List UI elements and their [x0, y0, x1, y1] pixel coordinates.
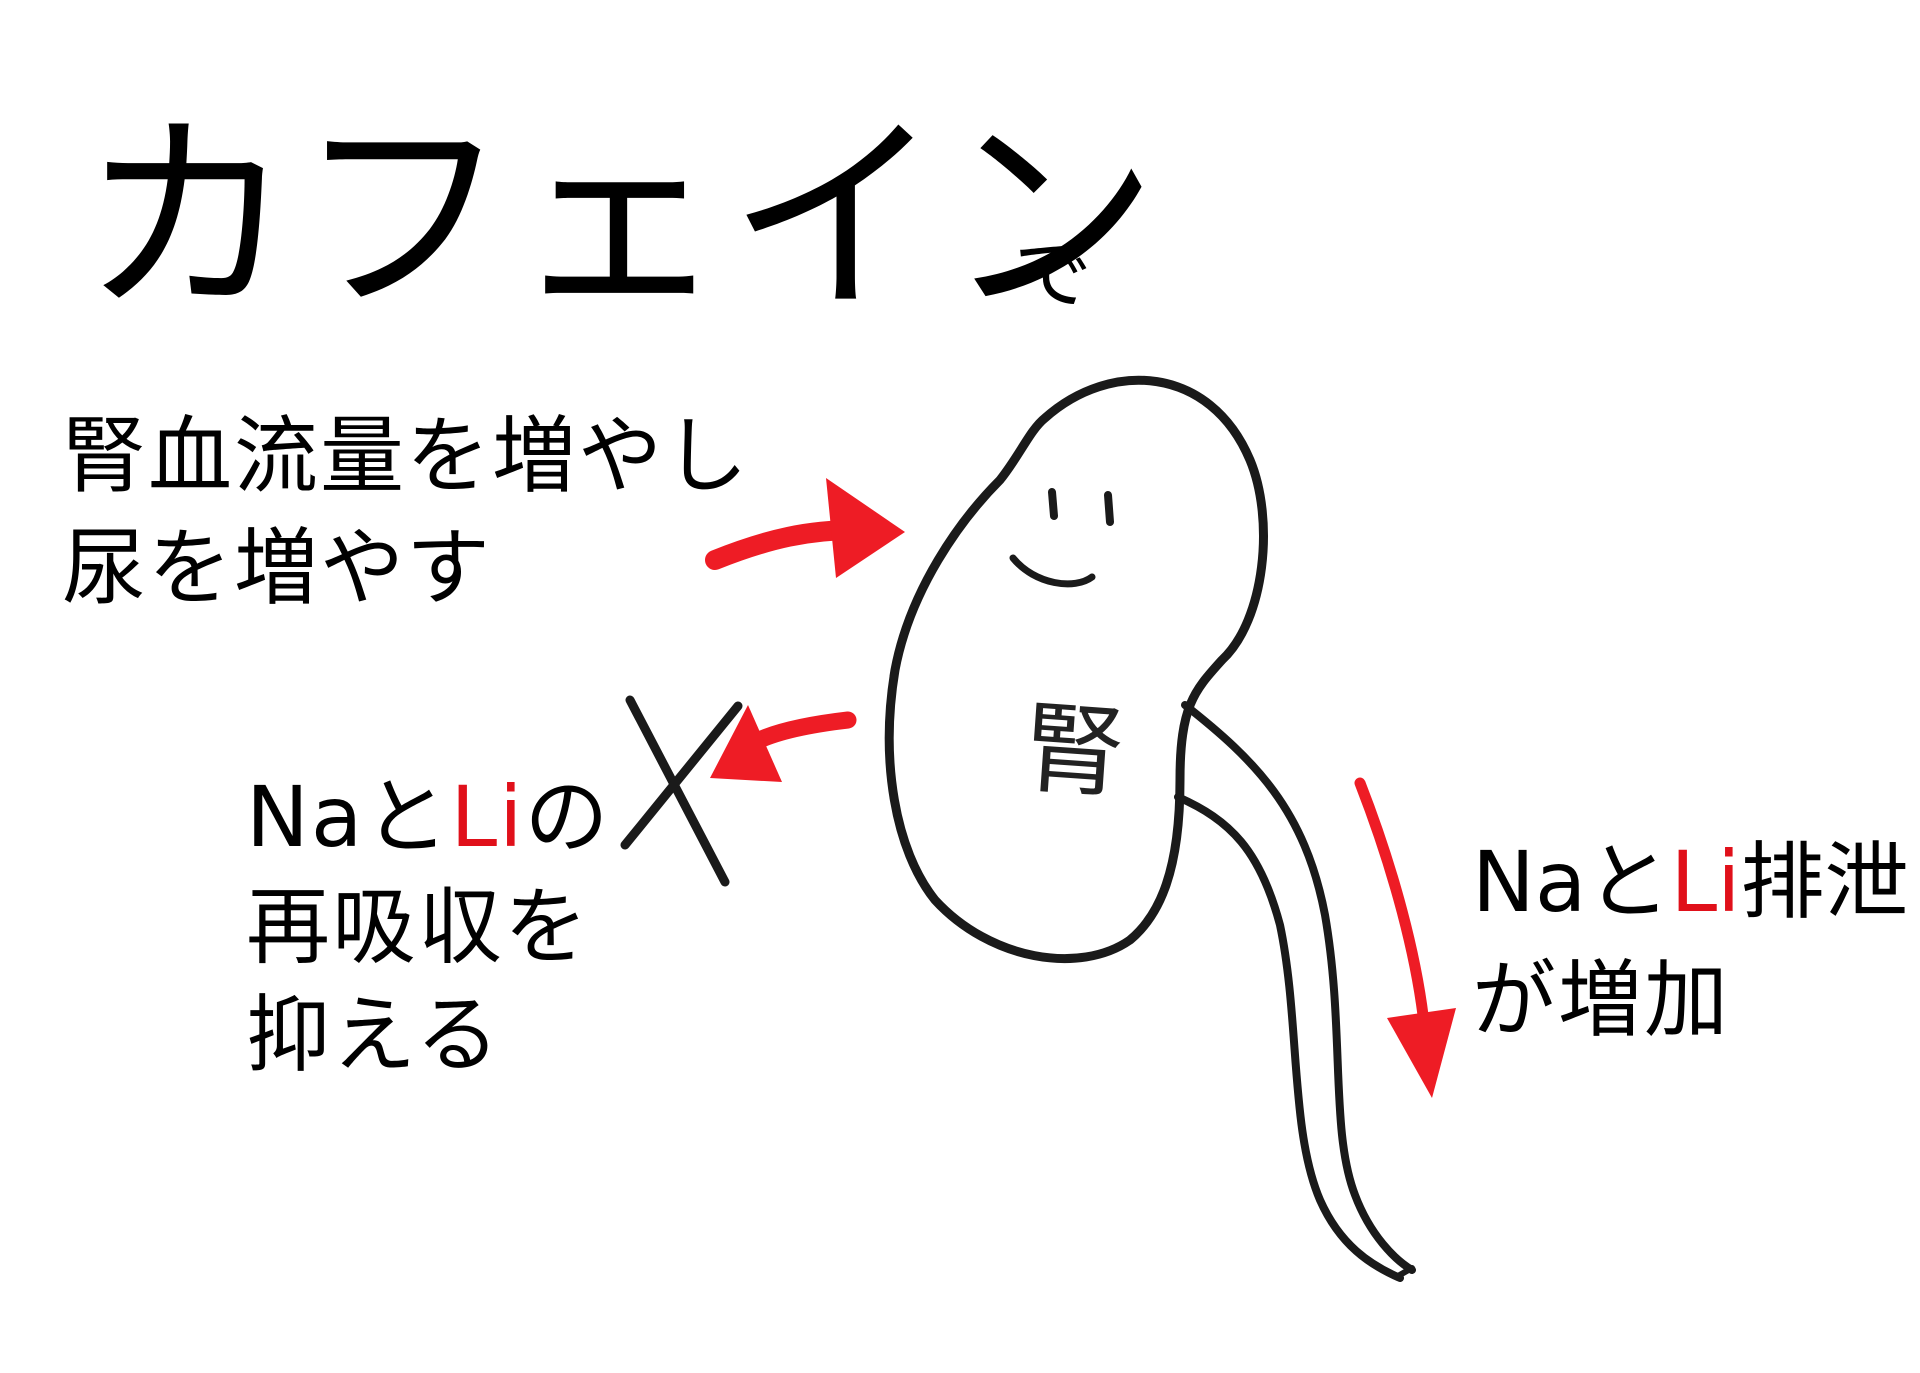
ureter-inner: [1174, 793, 1404, 1282]
excretion-line-2: が増加: [1472, 951, 1731, 1049]
reabsorption-li: Li: [450, 768, 525, 866]
reabsorption-line-2: 再吸収を: [246, 878, 591, 976]
kidney-outline: [884, 375, 1268, 964]
arrow-out-kidney-head: [710, 705, 782, 782]
excretion-haisetsu: 排泄: [1740, 833, 1909, 931]
reabsorption-line-1: NaとLiの: [246, 775, 610, 859]
kidney-right-eye: [1104, 491, 1114, 526]
block-x-stroke-1: [625, 695, 730, 887]
excretion-arrow-head: [1387, 1008, 1456, 1098]
reabsorption-no: の: [524, 768, 611, 866]
excretion-line-1: NaとLi排泄: [1472, 840, 1908, 924]
reabsorption-line-3: 抑える: [246, 986, 502, 1084]
kidney-left-eye: [1048, 488, 1058, 520]
kidney-smile: [1009, 554, 1096, 588]
reabsorption-and: と: [364, 768, 451, 866]
block-x-stroke-2: [620, 701, 743, 850]
excretion-na: Na: [1472, 833, 1587, 931]
arrow-out-kidney-shaft: [746, 711, 857, 751]
excretion-arrow-shaft: [1354, 777, 1432, 1051]
title-particle: で: [1014, 230, 1093, 320]
title-main: カフェイン: [80, 94, 1160, 343]
excretion-li: Li: [1670, 833, 1741, 931]
arrow-into-kidney-head: [826, 478, 905, 578]
blood-flow-line-1: 腎血流量を増やし: [62, 407, 751, 505]
ureter-outer: [1181, 701, 1416, 1274]
ureter-tip: [1395, 1265, 1415, 1279]
excretion-and: と: [1586, 833, 1671, 931]
blood-flow-line-2: 尿を増やす: [62, 519, 493, 617]
kidney-label: 腎: [1020, 689, 1128, 813]
reabsorption-na: Na: [246, 768, 365, 866]
